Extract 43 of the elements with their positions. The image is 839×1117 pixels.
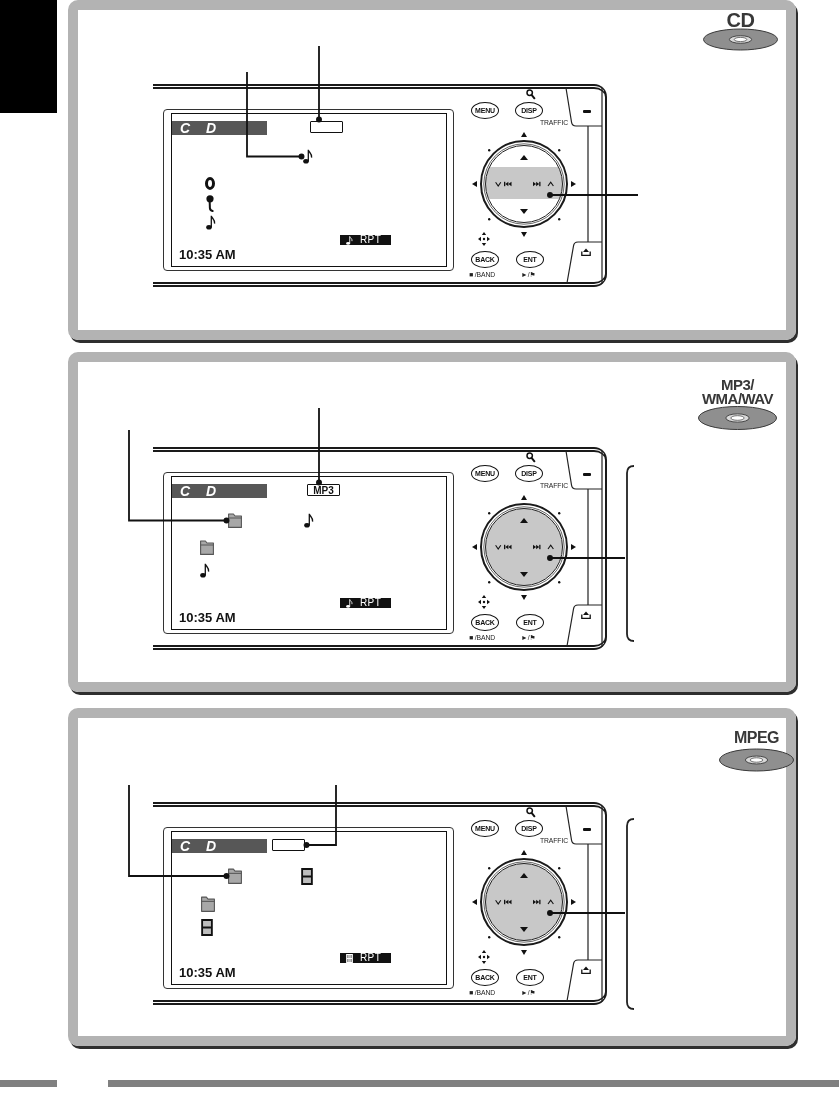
leader-line <box>547 555 626 561</box>
repeat-indicator <box>340 235 391 245</box>
instruction-panel <box>68 708 796 1046</box>
display-screen <box>163 109 454 271</box>
disc-badge <box>718 729 795 772</box>
repeat-indicator <box>340 598 391 608</box>
format-indicator <box>272 839 305 851</box>
music-note-icon <box>303 149 313 164</box>
leader-line <box>303 784 337 848</box>
display-screen <box>163 827 454 989</box>
car-stereo-faceplate <box>153 84 607 287</box>
clock-text: 10:35 AM <box>179 966 236 980</box>
repeat-label: RPT <box>360 235 382 245</box>
folder-icon <box>228 513 242 528</box>
leader-line <box>128 784 230 879</box>
leader-line <box>316 45 322 123</box>
format-indicator <box>310 121 343 133</box>
disc-badge <box>697 378 778 430</box>
display-source-bar: C D <box>171 484 267 498</box>
leader-line <box>128 429 230 524</box>
car-stereo-faceplate <box>153 447 607 650</box>
display-screen <box>163 472 454 634</box>
disc-badge <box>703 12 778 51</box>
car-stereo-faceplate <box>153 802 607 1005</box>
leader-line <box>246 71 305 160</box>
format-indicator: MP3 <box>307 484 340 496</box>
display-source-bar: C D <box>171 121 267 135</box>
display-source-bar: C D <box>171 839 267 853</box>
disc-format-label: CD <box>726 12 755 29</box>
repeat-label: RPT <box>360 953 382 963</box>
repeat-label: RPT <box>360 598 382 608</box>
leader-line <box>316 407 322 486</box>
folder-icon <box>228 868 242 884</box>
disc-format-label: MP3/ WMA/WAV <box>700 378 775 406</box>
instruction-panel <box>68 0 796 340</box>
leader-line <box>547 910 626 916</box>
clock-text: 10:35 AM <box>179 248 236 262</box>
section-tab <box>0 0 57 113</box>
disc-format-label: MPEG <box>733 729 780 746</box>
leader-line <box>547 192 639 198</box>
clock-text: 10:35 AM <box>179 611 236 625</box>
instruction-panel <box>68 352 796 692</box>
repeat-indicator <box>340 953 391 963</box>
